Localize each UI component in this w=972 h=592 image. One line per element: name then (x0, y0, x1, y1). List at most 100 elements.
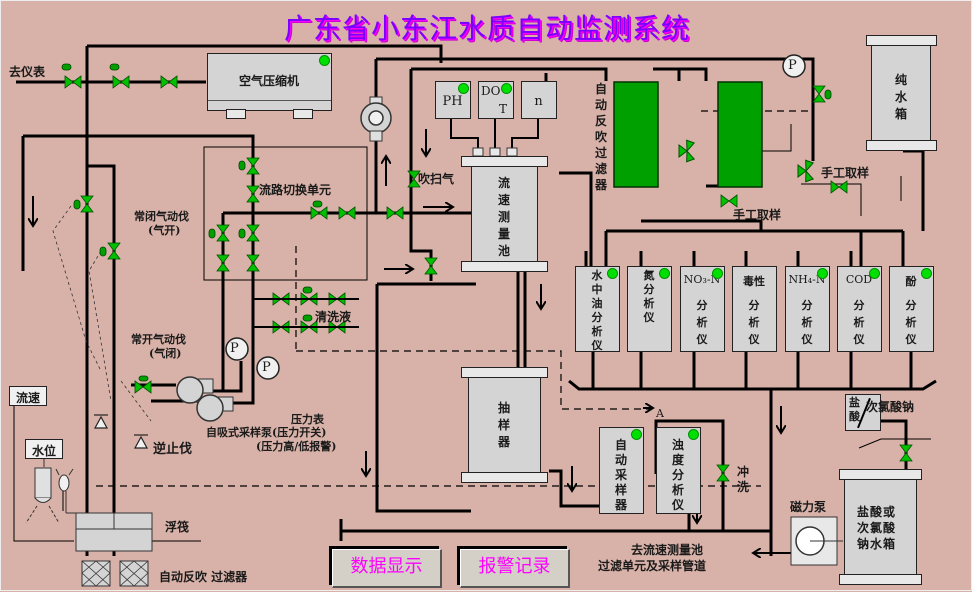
do-label: DO (481, 84, 501, 98)
analyzer-head-label: COD (845, 273, 873, 286)
cleaning-liquid-label: 清洗液 (315, 310, 352, 324)
ph-label: PH (442, 94, 463, 109)
sampler-base (461, 472, 548, 483)
three-way-valves (678, 139, 815, 183)
water-level-box: 水位 (25, 439, 63, 459)
air-compressor: 空气压缩机 (207, 53, 332, 111)
sodium-hypochlorite-label: 次氯酸钠 (866, 400, 915, 414)
status-led (817, 268, 828, 279)
magnetic-pump-label: 磁力泵 (790, 500, 827, 514)
check-valves (93, 414, 149, 449)
analyzer-head-label: 酚 (905, 275, 917, 288)
analyzer-body-label: 分析仪 (748, 299, 760, 346)
turbidity-analyzer[interactable]: 浊度分析仪 (656, 427, 701, 514)
nc-valve-label: 常闭气动伐 (134, 210, 189, 223)
return-note-2: 过滤单元及采样管道 (598, 559, 707, 573)
flow-cell-base (461, 261, 548, 272)
status-led (319, 55, 330, 66)
sampler-label: 抽样器 (497, 401, 510, 449)
magnetic-pump (790, 516, 843, 566)
float-valve-tank (75, 512, 153, 587)
n-label: n (534, 94, 543, 109)
flow-velocity-label: 流速 (15, 391, 40, 405)
flowmeter-icon (360, 96, 392, 142)
to-instrument-label: 去仪表 (9, 65, 46, 79)
level-sensor (25, 459, 76, 524)
analyzer-body-label: 氮分析仪 (643, 269, 655, 324)
analyzer-head-label: NO₃-N (683, 273, 721, 286)
status-led (869, 268, 880, 279)
pressure-gauge-p: P (262, 360, 271, 375)
analyzer-oil-in-water[interactable]: 水中油分析仪 (575, 266, 620, 352)
air-compressor-label: 空气压缩机 (238, 74, 299, 88)
flow-switch-unit-label: 流路切换单元 (259, 183, 332, 197)
auto-sampler[interactable]: 自动采样器 (599, 427, 644, 514)
pressure-gauges (225, 54, 806, 380)
no-valve-label: 常开气动伐 (131, 333, 186, 346)
status-led (607, 268, 618, 279)
analyzer-drops (584, 231, 913, 389)
analyzer-phenol[interactable]: 酚分析仪 (889, 266, 934, 352)
acid-tank-base (839, 574, 922, 585)
acid-tank-label: 盐酸或次氯酸钠水箱 (857, 505, 897, 551)
water-level-label: 水位 (31, 444, 56, 458)
status-led (501, 83, 512, 94)
hcl-selector[interactable]: 盐酸 (845, 394, 881, 431)
thin-lines (13, 124, 931, 542)
pressure-gauge-p: P (788, 58, 797, 73)
flow-measure-cell[interactable]: 流速测量池 (471, 166, 538, 262)
analyzer-no3-n[interactable]: NO₃-N 分析仪 (680, 266, 725, 352)
flow-measure-cell-label: 流速测量池 (497, 176, 510, 258)
pure-water-tank-label: 纯水箱 (894, 73, 907, 121)
analyzer-head-label: 毒性 (743, 275, 765, 288)
manual-sampling-label-1: 手工取样 (821, 166, 870, 180)
pressure-alarm-label: (压力高/低报警) (256, 440, 337, 453)
status-led (659, 268, 670, 279)
valve-actuators (61, 63, 832, 382)
page-title: 广东省小东江水质自动监测系统 (283, 12, 690, 45)
return-note-1: 去流速测量池 (631, 543, 704, 557)
compressor-foot (226, 109, 246, 119)
pressure-gauge-p: P (230, 341, 239, 356)
status-led (712, 268, 723, 279)
status-led (688, 429, 699, 440)
pure-water-tank[interactable]: 纯水箱 (871, 45, 931, 141)
analyzer-head-label: NH₄-N (788, 273, 826, 286)
alarm-log-button[interactable]: 报警记录 (460, 549, 570, 588)
analyzer-toxicity[interactable]: 毒性分析仪 (732, 266, 777, 352)
analyzer-cod[interactable]: COD 分析仪 (837, 266, 882, 352)
auto-backflush-filter-label: 自动反吹 过滤器 (159, 570, 248, 584)
float-valve-label: 浮筏 (165, 520, 190, 534)
n-sensor[interactable]: n (521, 81, 557, 119)
backflush-filter-1 (613, 81, 659, 188)
analyzer-body-label: 分析仪 (853, 299, 865, 346)
analyzer-body-label: 分析仪 (696, 299, 708, 346)
ph-sensor[interactable]: PH (435, 81, 471, 119)
status-led (631, 429, 642, 440)
flush-label: 冲洗 (736, 465, 749, 494)
auto-sampler-label: 自动采样器 (614, 438, 627, 512)
turbidity-analyzer-label: 浊度分析仪 (671, 438, 684, 512)
no-valve-note: (气闭) (149, 347, 182, 360)
analyzer-nitrogen[interactable]: 氮分析仪 (627, 266, 672, 352)
analyzer-body-label: 分析仪 (905, 299, 917, 346)
self-priming-pump-label: 自吸式采样泵(压力开关) (206, 426, 327, 439)
hcl-label: 盐酸 (849, 396, 860, 423)
backflush-filter-2 (717, 81, 763, 188)
pressure-gauge-label: 压力表 (291, 413, 324, 426)
pure-water-tank-base (866, 140, 937, 151)
data-display-button[interactable]: 数据显示 (332, 549, 442, 588)
flow-arrows (33, 129, 791, 553)
sampling-pumps (176, 376, 234, 422)
point-a-label: A (656, 407, 664, 420)
sampler[interactable]: 抽样器 (468, 377, 541, 473)
auto-backflush-filter-vertical-label: 自动反吹过滤器 (594, 82, 607, 192)
do-t-sensor[interactable]: DO T (478, 81, 514, 119)
cleaning-lines (253, 298, 359, 328)
analyzer-body-label: 水中油分析仪 (591, 269, 603, 352)
acid-tank[interactable]: 盐酸或次氯酸钠水箱 (844, 479, 917, 575)
check-valve-label: 逆止伐 (153, 442, 193, 457)
